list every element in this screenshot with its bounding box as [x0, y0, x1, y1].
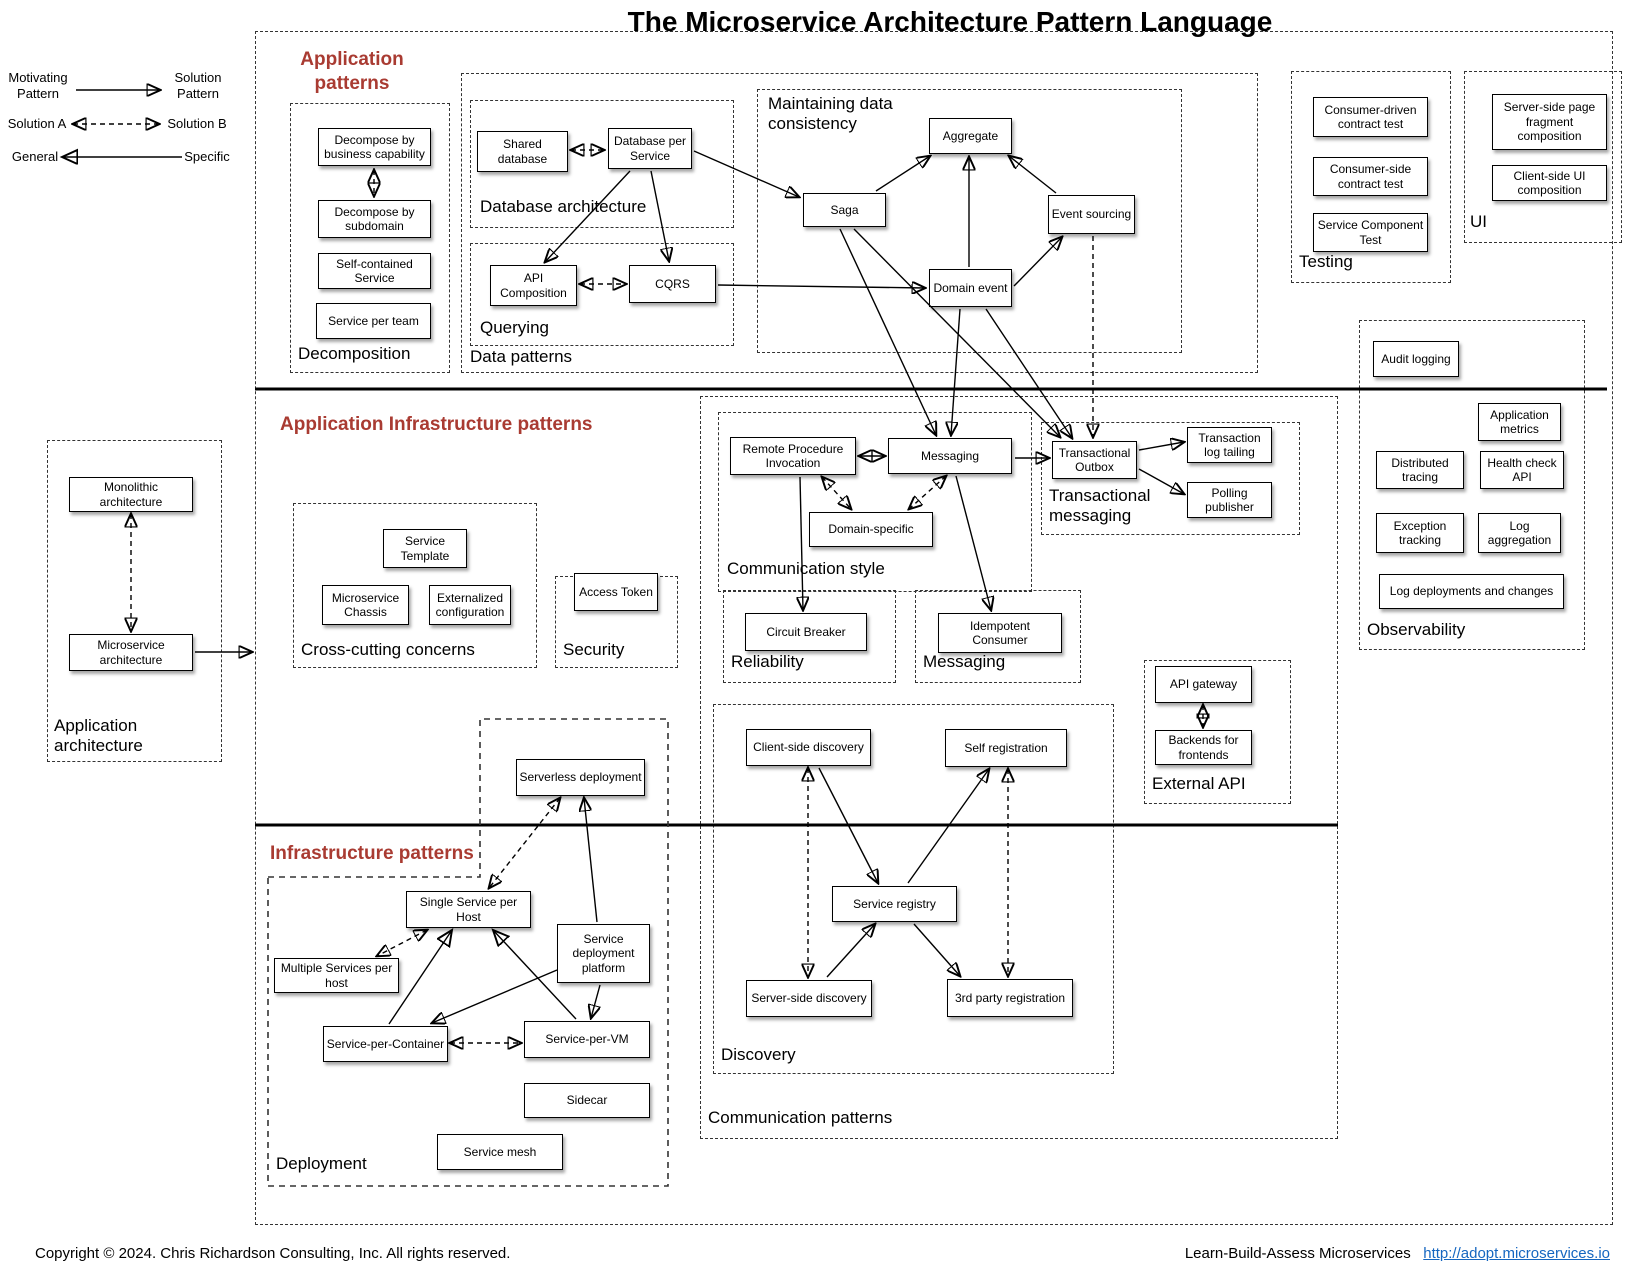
label-maintaining-data-consistency: Maintaining data consistency: [768, 94, 893, 133]
label-application-architecture: Application architecture: [54, 716, 143, 755]
label-reliability: Reliability: [731, 652, 804, 671]
pattern-domain-specific: Domain-specific: [809, 512, 933, 547]
header-application-infrastructure-patterns: Application Infrastructure patterns: [280, 414, 593, 435]
pattern-messaging: Messaging: [888, 438, 1012, 474]
pattern-health-check-api: Health check API: [1480, 451, 1564, 489]
legend-motivating-pattern: Motivating Pattern: [8, 70, 68, 102]
label-decomposition: Decomposition: [298, 344, 411, 363]
label-ui: UI: [1470, 212, 1487, 231]
pattern-server-side-page-fragment-composition: Server-side page fragment composition: [1492, 94, 1607, 150]
label-testing: Testing: [1299, 252, 1353, 271]
pattern-service-per-vm: Service-per-VM: [524, 1021, 650, 1058]
label-external-api: External API: [1152, 774, 1246, 793]
page-title: The Microservice Architecture Pattern La…: [627, 6, 1273, 37]
pattern-sidecar: Sidecar: [524, 1083, 650, 1118]
pattern-audit-logging: Audit logging: [1373, 341, 1459, 377]
label-observability: Observability: [1367, 620, 1466, 639]
pattern-log-aggregation: Log aggregation: [1478, 513, 1561, 553]
pattern-service-per-container: Service-per-Container: [323, 1026, 448, 1062]
label-security: Security: [563, 640, 625, 659]
pattern-saga: Saga: [803, 193, 886, 227]
legend-solution-b: Solution B: [167, 116, 227, 131]
pattern-api-gateway: API gateway: [1155, 666, 1252, 703]
outer-frame: [255, 31, 1613, 1225]
pattern-api-composition: API Composition: [490, 265, 577, 306]
section-decomposition: [290, 103, 450, 373]
pattern-service-per-team: Service per team: [316, 303, 431, 339]
pattern-shared-database: Shared database: [477, 131, 568, 172]
pattern-microservice-chassis: Microservice Chassis: [322, 585, 409, 625]
section-transactional-messaging: [1041, 422, 1300, 535]
section-observability: [1359, 320, 1585, 650]
pattern-access-token: Access Token: [574, 573, 658, 611]
pattern-client-side-discovery: Client-side discovery: [746, 729, 871, 766]
pattern-consumer-side-contract-test: Consumer-side contract test: [1313, 157, 1428, 196]
section-cross-cutting-concerns: [293, 503, 537, 668]
legend-solution-pattern: Solution Pattern: [174, 70, 222, 102]
pattern-monolithic-architecture: Monolithic architecture: [69, 477, 193, 512]
pattern-transactional-outbox: Transactional Outbox: [1052, 441, 1137, 479]
section-messaging: [915, 590, 1081, 683]
pattern-backends-for-frontends: Backends for frontends: [1155, 730, 1252, 765]
label-database-architecture: Database architecture: [480, 197, 647, 216]
pattern-multiple-services-per-host: Multiple Services per host: [274, 958, 399, 993]
label-data-patterns: Data patterns: [470, 347, 573, 366]
legend-solution-a: Solution A: [7, 116, 67, 131]
footer-tagline: Learn-Build-Assess Microservices: [1184, 1245, 1411, 1262]
header-application-patterns: Application patterns: [300, 49, 404, 94]
pattern-consumer-driven-contract-test: Consumer-driven contract test: [1313, 97, 1428, 137]
pattern-service-registry: Service registry: [832, 886, 957, 922]
pattern-serverless-deployment: Serverless deployment: [516, 759, 645, 796]
pattern-server-side-discovery: Server-side discovery: [746, 980, 872, 1017]
label-discovery: Discovery: [721, 1045, 796, 1064]
pattern-remote-procedure-invocation: Remote Procedure Invocation: [730, 437, 856, 475]
pattern-distributed-tracing: Distributed tracing: [1376, 451, 1464, 489]
pattern-log-deployments-and-changes: Log deployments and changes: [1379, 574, 1564, 609]
pattern-microservice-architecture: Microservice architecture: [69, 634, 193, 671]
pattern-circuit-breaker: Circuit Breaker: [745, 613, 867, 651]
section-application-architecture: [47, 440, 222, 762]
label-transactional-messaging: Transactional messaging: [1049, 486, 1151, 525]
label-communication-patterns: Communication patterns: [708, 1108, 893, 1127]
pattern-decompose-by-business-capability: Decompose by business capability: [318, 128, 431, 166]
pattern-decompose-by-subdomain: Decompose by subdomain: [318, 200, 431, 238]
pattern-service-component-test: Service Component Test: [1313, 213, 1428, 252]
pattern-cqrs: CQRS: [629, 265, 716, 303]
section-discovery: [713, 704, 1114, 1074]
section-testing: [1291, 71, 1451, 283]
pattern-client-side-ui-composition: Client-side UI composition: [1492, 165, 1607, 201]
pattern-service-template: Service Template: [383, 529, 467, 568]
pattern-service-deployment-platform: Service deployment platform: [557, 924, 650, 983]
pattern-polling-publisher: Polling publisher: [1187, 482, 1272, 518]
section-ui: [1464, 71, 1622, 243]
adopt-microservices-link[interactable]: http://adopt.microservices.io: [1423, 1245, 1610, 1262]
label-messaging-subsection: Messaging: [923, 652, 1006, 671]
label-cross-cutting-concerns: Cross-cutting concerns: [301, 640, 475, 659]
label-querying: Querying: [480, 318, 549, 337]
legend-specific: Specific: [184, 149, 230, 164]
section-external-api: [1144, 660, 1291, 804]
section-reliability: [723, 590, 896, 683]
pattern-service-mesh: Service mesh: [437, 1134, 563, 1170]
pattern-externalized-configuration: Externalized configuration: [429, 585, 511, 625]
label-communication-style: Communication style: [727, 559, 885, 578]
pattern-domain-event: Domain event: [929, 269, 1012, 307]
pattern-idempotent-consumer: Idempotent Consumer: [938, 613, 1062, 653]
pattern-database-per-service: Database per Service: [608, 128, 692, 169]
pattern-self-registration: Self registration: [945, 729, 1067, 767]
pattern-aggregate: Aggregate: [929, 118, 1012, 154]
pattern-exception-tracking: Exception tracking: [1376, 513, 1464, 553]
pattern-event-sourcing: Event sourcing: [1048, 195, 1135, 234]
copyright-text: Copyright © 2024. Chris Richardson Consu…: [35, 1245, 511, 1262]
pattern-application-metrics: Application metrics: [1478, 403, 1561, 441]
header-infrastructure-patterns: Infrastructure patterns: [270, 843, 474, 864]
label-deployment: Deployment: [276, 1154, 367, 1173]
pattern-self-contained-service: Self-contained Service: [318, 253, 431, 289]
pattern-3rd-party-registration: 3rd party registration: [947, 979, 1073, 1017]
pattern-transaction-log-tailing: Transaction log tailing: [1187, 427, 1272, 463]
legend-general: General: [11, 149, 59, 164]
pattern-single-service-per-host: Single Service per Host: [406, 891, 531, 928]
